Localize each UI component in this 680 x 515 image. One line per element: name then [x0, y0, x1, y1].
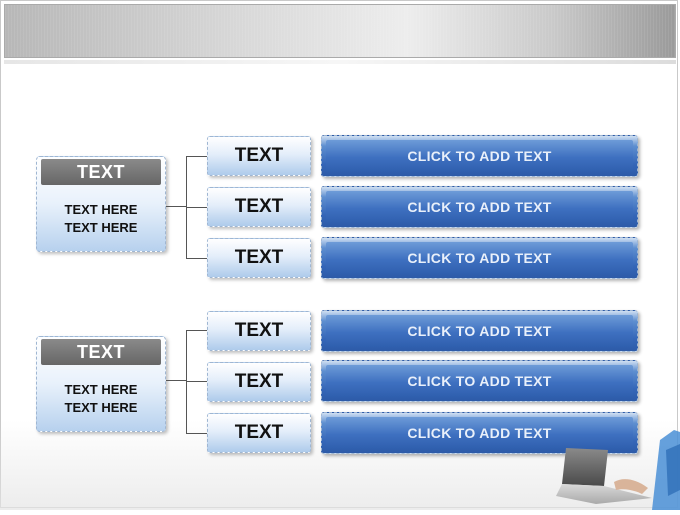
group-1-body: TEXT HERE TEXT HERE	[37, 201, 165, 237]
group-2-title: TEXT	[41, 339, 161, 365]
group-2-row-1-placeholder[interactable]: CLICK TO ADD TEXT	[321, 310, 638, 352]
group-2-body: TEXT HERE TEXT HERE	[37, 381, 165, 417]
group-1-connector-branch-3	[186, 258, 207, 259]
title-bar	[4, 4, 676, 58]
group-1-row-1-placeholder[interactable]: CLICK TO ADD TEXT	[321, 135, 638, 177]
group-1-row-3-placeholder[interactable]: CLICK TO ADD TEXT	[321, 237, 638, 279]
placeholder-text: CLICK TO ADD TEXT	[326, 417, 633, 449]
group-1-connector-stem	[166, 206, 186, 207]
title-underline	[4, 60, 676, 64]
group-2-connector-branch-1	[186, 330, 207, 331]
group-1-row-3-label[interactable]: TEXT	[207, 238, 311, 278]
group-1-body-line-1: TEXT HERE	[64, 202, 138, 217]
laptop-icon	[556, 410, 680, 510]
group-1-body-line-2: TEXT HERE	[64, 220, 138, 235]
group-2-row-3-placeholder[interactable]: CLICK TO ADD TEXT	[321, 412, 638, 454]
placeholder-text: CLICK TO ADD TEXT	[326, 242, 633, 274]
group-1-connector-branch-1	[186, 156, 207, 157]
group-1-row-2-placeholder[interactable]: CLICK TO ADD TEXT	[321, 186, 638, 228]
group-2-row-2-placeholder[interactable]: CLICK TO ADD TEXT	[321, 360, 638, 402]
group-2-row-3-label[interactable]: TEXT	[207, 413, 311, 453]
group-2-connector-branch-2	[186, 381, 207, 382]
group-1-connector-branch-2	[186, 207, 207, 208]
group-2-connector-stem	[166, 380, 186, 381]
placeholder-text: CLICK TO ADD TEXT	[326, 365, 633, 397]
group-2-box[interactable]: TEXT TEXT HERE TEXT HERE	[36, 336, 166, 432]
group-2-connector-branch-3	[186, 433, 207, 434]
group-2-row-2-label[interactable]: TEXT	[207, 362, 311, 402]
group-2-body-line-1: TEXT HERE	[64, 382, 138, 397]
group-1-box[interactable]: TEXT TEXT HERE TEXT HERE	[36, 156, 166, 252]
group-1-title: TEXT	[41, 159, 161, 185]
placeholder-text: CLICK TO ADD TEXT	[326, 191, 633, 223]
group-1-row-2-label[interactable]: TEXT	[207, 187, 311, 227]
group-2-body-line-2: TEXT HERE	[64, 400, 138, 415]
placeholder-text: CLICK TO ADD TEXT	[326, 140, 633, 172]
group-1-row-1-label[interactable]: TEXT	[207, 136, 311, 176]
placeholder-text: CLICK TO ADD TEXT	[326, 315, 633, 347]
group-2-row-1-label[interactable]: TEXT	[207, 311, 311, 351]
